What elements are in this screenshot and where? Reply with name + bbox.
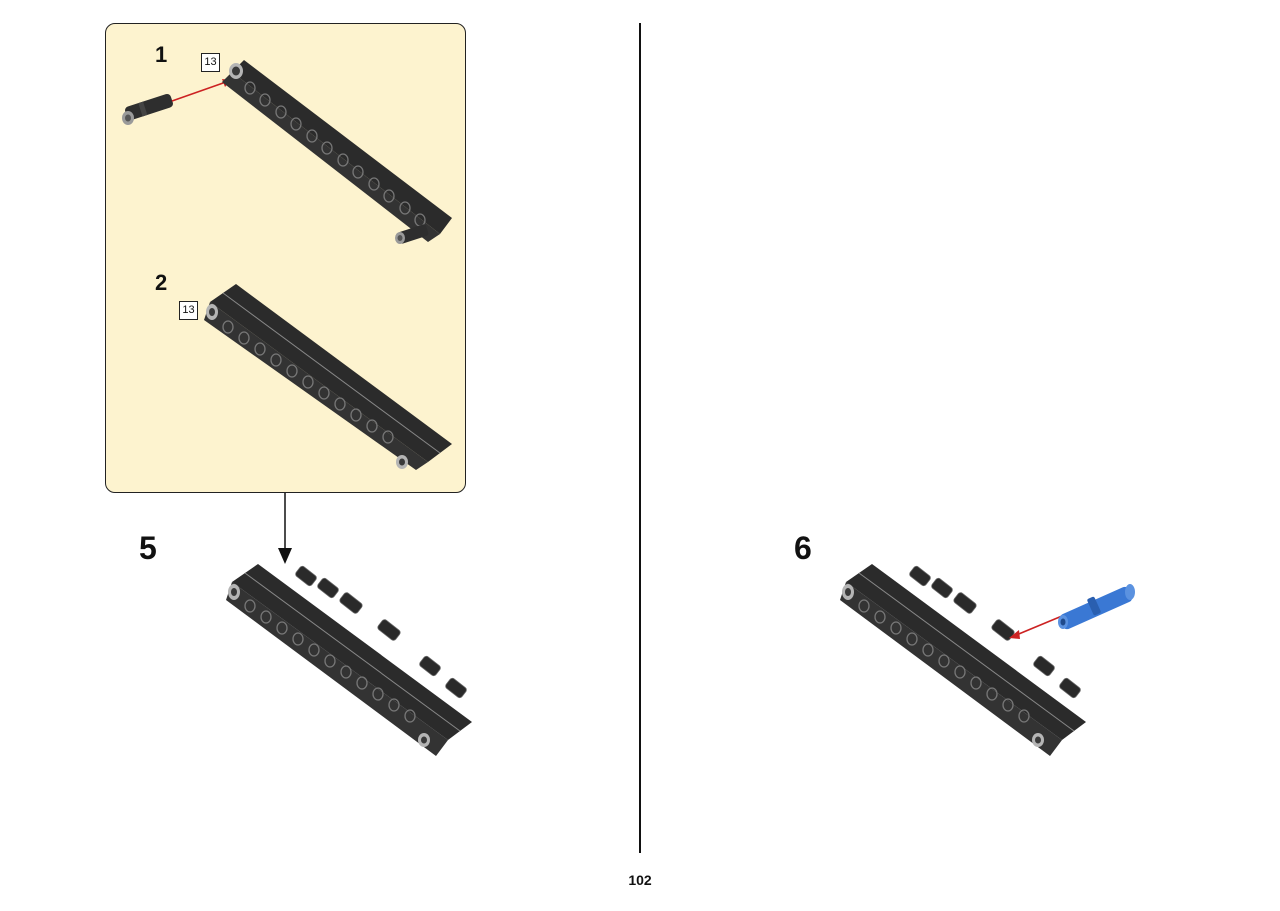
substep-1-number: 1: [155, 42, 168, 67]
step-6-number: 6: [794, 530, 812, 566]
beam-13-icon: [222, 60, 452, 244]
beam-13-icon: [840, 564, 1086, 756]
beam-13-icon: [204, 284, 452, 470]
step-5-number: 5: [139, 530, 157, 566]
page-divider: [639, 23, 641, 853]
blue-long-pin-icon: [1058, 584, 1135, 630]
arrow-icon: [1009, 615, 1063, 639]
substep-1-quantity-box: 13: [201, 53, 220, 72]
beam-13-icon: [226, 564, 472, 756]
substep-2-number: 2: [155, 270, 168, 295]
substep-2-quantity-box: 13: [179, 301, 198, 320]
page-number: 102: [628, 872, 652, 888]
black-axle-pin-icon: [122, 93, 173, 125]
